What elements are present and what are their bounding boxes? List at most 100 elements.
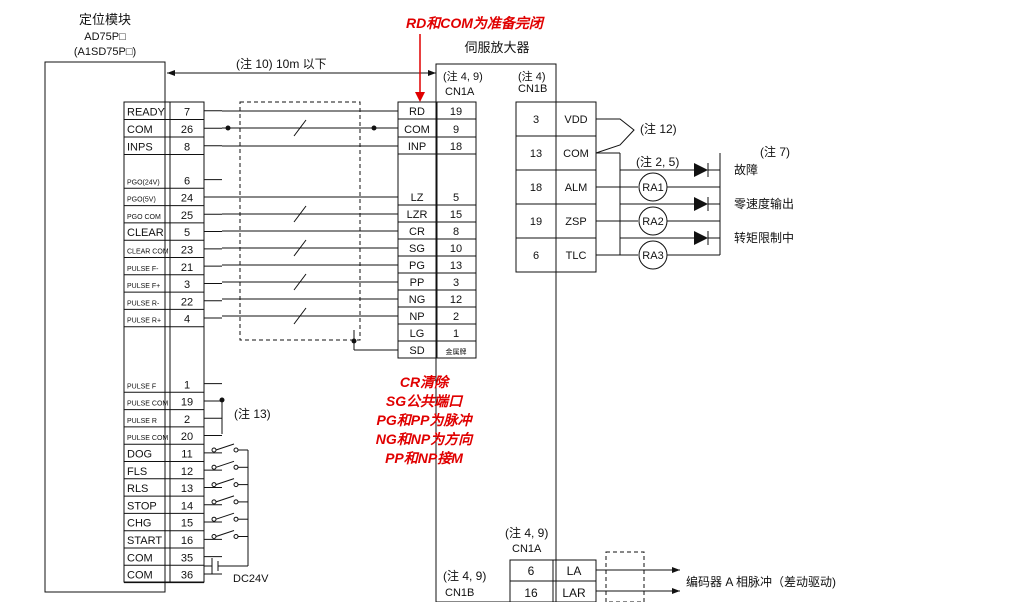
shielded-cable (239, 101, 361, 341)
cn1a-label: CN1A (445, 86, 475, 98)
cn1a-pin-label: LG (410, 328, 425, 340)
output-label: 转矩限制中 (734, 230, 794, 245)
cn1a-pin-label: CR (409, 226, 425, 238)
twisted-pair-mark (293, 119, 307, 137)
module-pin-number: 15 (181, 518, 193, 530)
twisted-pair-mark (293, 205, 307, 223)
module-pin-number: 19 (181, 397, 193, 409)
bottom-pin-num: 6 (528, 564, 535, 578)
module-pin-label: CHG (127, 518, 151, 530)
bottom-pin-label: LA (567, 564, 582, 578)
cn1b-pin-number: 6 (533, 250, 539, 262)
module-pin-label: FLS (127, 466, 147, 478)
module-pin-label: PULSE F (127, 383, 156, 390)
module-pin-label: PGO(24V) (127, 179, 160, 186)
cn1a-pin-label: SD (409, 345, 424, 357)
module-pin-number: 13 (181, 483, 193, 495)
servo-outline (435, 63, 557, 602)
note-13: (注 13) (234, 406, 271, 421)
junction-dot (225, 125, 231, 131)
module-pin-number: 6 (184, 175, 190, 187)
module-pin-number: 7 (184, 107, 190, 119)
cn1a-pin-number: 5 (453, 192, 459, 204)
module-pin-label: PULSE COM (127, 401, 168, 408)
cn1a-pin-label: INP (408, 141, 426, 153)
module-terminal-block (123, 101, 205, 583)
cn1a-pin-number: 13 (450, 260, 462, 272)
bottom-cn1a-label: CN1A (512, 543, 542, 555)
module-pin-label: PULSE R- (127, 300, 160, 307)
module-pin-label: INPS (127, 142, 153, 154)
twisted-pair-mark (293, 273, 307, 291)
cn1b-pin-number: 3 (533, 114, 539, 126)
cn1a-pin-label: NG (409, 294, 426, 306)
module-pin-number: 11 (181, 449, 192, 461)
annotation-line: PP和NP接M (385, 450, 463, 466)
module-pin-number: 4 (184, 314, 190, 326)
bottom-cn1b-label: CN1B (445, 587, 474, 599)
cn1a-pin-label: SG (409, 243, 425, 255)
relay-label: RA1 (642, 182, 663, 194)
cn1a-note: (注 4, 9) (443, 69, 483, 83)
cn1b-pin-number: 18 (530, 182, 542, 194)
cn1a-pin-number: 9 (453, 124, 459, 136)
switch-contact (215, 443, 235, 451)
switch-contact (215, 478, 235, 486)
module-pin-number: 24 (181, 193, 193, 205)
note-2-5: (注 2, 5) (636, 154, 679, 169)
output-label: 故障 (734, 162, 758, 177)
cn1a-pin-number: 2 (453, 311, 459, 323)
cn1a-pin-number: 3 (453, 277, 459, 289)
switch-contact (215, 530, 235, 537)
switch-contact (215, 512, 235, 520)
cn1a-pin-number: 12 (450, 294, 462, 306)
encoder-label: 编码器 A 相脉冲（差动驱动) (686, 574, 836, 589)
note-10: (注 10) 10m 以下 (236, 56, 327, 71)
module-model-alt: (A1SD75P□) (74, 46, 136, 58)
module-pin-label: READY (127, 107, 166, 119)
cn1a-pin-number: 8 (453, 226, 459, 238)
module-pin-label: PULSE F- (127, 266, 159, 273)
annotation-line: CR清除 (400, 374, 451, 390)
annotation-line: NG和NP为方向 (376, 431, 474, 447)
module-pin-label: DOG (127, 449, 152, 461)
cn1a-pin-label: COM (404, 124, 430, 136)
diode (694, 231, 708, 245)
module-model: AD75P□ (84, 31, 126, 43)
note-7: (注 7) (760, 144, 790, 159)
servo-title: 伺服放大器 (464, 40, 529, 55)
module-pin-number: 20 (181, 431, 193, 443)
module-pin-label: PULSE COM (127, 435, 168, 442)
module-pin-label: STOP (127, 500, 157, 512)
note-12: (注 12) (640, 121, 677, 136)
cn1b-pin-number: 19 (530, 216, 542, 228)
module-title: 定位模块 (79, 12, 131, 27)
module-pin-label: PULSE F+ (127, 283, 160, 290)
cn1a-pin-label: LZ (411, 192, 424, 204)
cn1a-pin-number: 19 (450, 106, 462, 118)
module-pin-label: CLEAR (127, 227, 164, 239)
module-pin-number: 35 (181, 552, 193, 564)
module-pin-label: PGO(5V) (127, 197, 156, 204)
bottom-cn1b-note: (注 4, 9) (443, 568, 486, 583)
cn1b-pin-label: ALM (565, 182, 588, 194)
module-pin-label: COM (127, 570, 153, 582)
cn1a-pin-number: 1 (453, 328, 459, 340)
diode (694, 197, 708, 211)
bottom-pin-label: LAR (562, 586, 586, 600)
cn1b-note: (注 4) (518, 69, 546, 83)
module-pin-number: 14 (181, 500, 193, 512)
module-pin-label: COM (127, 124, 153, 136)
cn1b-pin-number: 13 (530, 148, 542, 160)
module-pin-label: PGO COM (127, 214, 161, 221)
module-pin-number: 8 (184, 142, 190, 154)
module-pin-label: RLS (127, 483, 148, 495)
diode (694, 163, 708, 177)
module-pin-number: 36 (181, 570, 193, 582)
module-pin-number: 5 (184, 227, 190, 239)
